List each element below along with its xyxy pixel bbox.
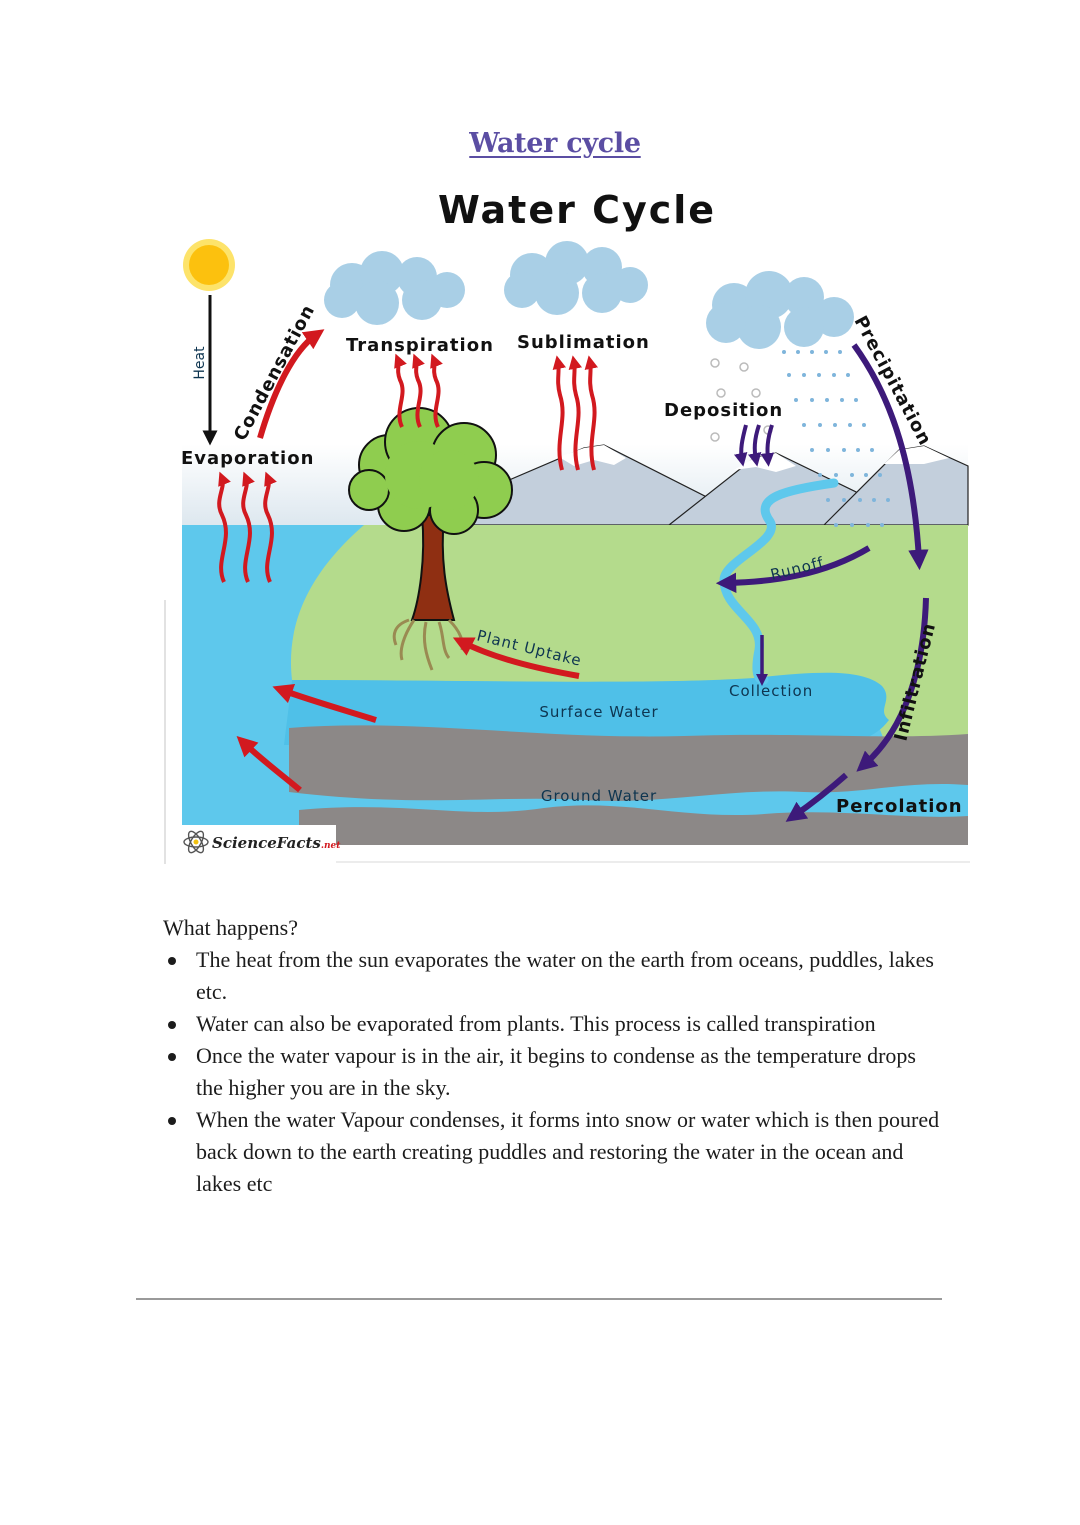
transpiration-label: Transpiration — [346, 335, 494, 356]
list-item: When the water Vapour condenses, it form… — [163, 1104, 943, 1200]
deposition-label: Deposition — [664, 400, 783, 421]
land — [290, 525, 968, 740]
heat-label: Heat — [192, 346, 208, 380]
sublimation-label: Sublimation — [517, 332, 650, 353]
water-cycle-diagram: Water Cycle Surface Water Ground Water H… — [164, 180, 970, 864]
divider — [136, 1298, 942, 1300]
tree-icon — [348, 407, 513, 671]
document-title: Water cycle — [469, 128, 641, 159]
rock-layer-upper — [289, 725, 968, 801]
percolation-label: Percolation — [836, 796, 963, 817]
collection-label: Collection — [729, 682, 813, 700]
rain-drops — [782, 350, 890, 527]
credit-label: ScienceFacts.net — [212, 834, 341, 852]
list-item: Once the water vapour is in the air, it … — [163, 1040, 943, 1104]
list-item: The heat from the sun evaporates the wat… — [163, 944, 943, 1008]
explanation-section: What happens? The heat from the sun evap… — [163, 912, 943, 1200]
sun-icon — [183, 239, 235, 291]
section-heading: What happens? — [163, 915, 298, 940]
diagram-title: Water Cycle — [438, 188, 716, 232]
explanation-list: The heat from the sun evaporates the wat… — [163, 944, 943, 1200]
evaporation-label: Evaporation — [181, 448, 314, 469]
atom-logo-icon — [183, 830, 209, 854]
ground-water-label: Ground Water — [541, 787, 657, 805]
cloud-icon — [324, 241, 854, 349]
list-item: Water can also be evaporated from plants… — [163, 1008, 943, 1040]
surface-water-label: Surface Water — [539, 703, 658, 721]
